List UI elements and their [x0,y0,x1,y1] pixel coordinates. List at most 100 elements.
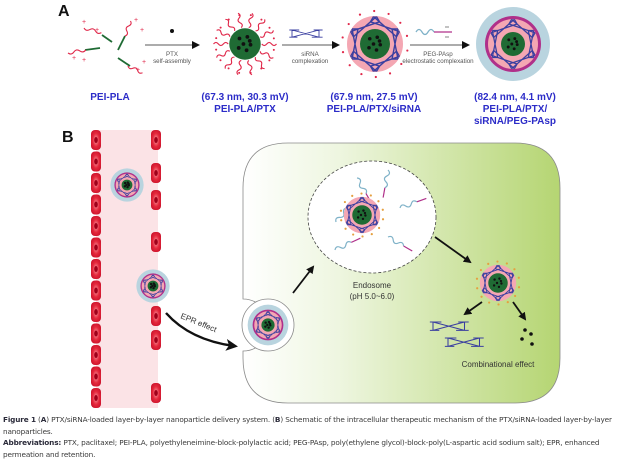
polymer-chain [213,41,229,47]
ptx-dot [244,48,249,53]
step-3-line2: electrostatic complexation [402,58,474,65]
charge-dot [517,276,520,279]
peg-pasp-fragment [399,197,427,209]
sirna-layer-segment [481,264,502,279]
step-arrow-1: PTX self-assembly [145,29,200,65]
charge-dot [505,262,508,265]
sirna-layer-segment [116,187,130,197]
pla-block [117,57,131,67]
charge-dot [238,71,241,74]
pei-pla-ptx-sirna-particle-icon [341,9,409,79]
sirna-layer-segment [116,173,130,183]
charge-dot [348,64,351,67]
ptx-dot [264,321,267,324]
peg-pasp-fragment [334,237,361,251]
step-3-line1: PEG-PAsp [423,51,453,58]
figure-label: Figure 1 [3,415,36,424]
charge-dot [476,287,479,290]
caption-a-text: PTX/siRNA-loaded layer-by-layer nanopart… [51,415,271,424]
ptx-dot [500,282,503,285]
ptx-drug-icon [170,29,174,33]
plus-charge: + [82,57,86,64]
charge-dot [219,59,222,62]
polymer-chain [67,49,87,55]
extravasating-nanoparticle-icon [136,269,170,303]
charge-dot [381,218,385,221]
ptx-dot [266,323,269,327]
charge-dot [249,71,252,74]
ptx-dot [371,42,376,46]
pla-block [117,35,126,51]
sirna-layer-segment [351,28,359,60]
pei-pla-ptx-sirna-peg-pasp-particle-icon [476,7,550,81]
sirna-layer-segment [265,328,281,339]
charge-dot [479,268,483,272]
peg-pasp-fragment [382,169,391,198]
sirna-layer-segment [124,187,138,197]
sirna-layer-segment [159,279,163,293]
ptx-dot [268,322,272,325]
plus-charge: + [142,59,146,66]
sirna-layer-segment [490,50,518,70]
step-1-line2: self-assembly [153,58,192,65]
ptx-dot [267,326,270,329]
endosome-nanoparticle-icon [339,192,385,238]
charge-dot [347,22,350,26]
ptx-dot [361,217,365,221]
endothelial-cell [151,330,161,350]
charge-dot [268,26,271,29]
step-1-line1: PTX [166,51,178,58]
plus-charge: + [72,55,76,62]
pei-pla-ptx-micelle-icon [213,12,277,76]
polymer-chain [124,20,132,37]
charge-dot [341,36,344,39]
ptx-dot [357,210,360,213]
ptx-dot [123,181,127,185]
sirna-layer-segment [349,16,381,38]
ptx-dot [123,185,127,188]
sirna-layer-segment [349,50,381,72]
ptx-dot [375,35,380,40]
ptx-dot [515,40,519,44]
endothelial-cell [91,151,101,172]
plus-charge: + [95,27,99,34]
plus-charge: + [82,19,86,26]
sirna-layer-segment [276,317,280,333]
ptx-dot [359,213,363,217]
charge-dot [360,192,363,195]
polymer-chain [225,18,236,31]
sirna-layer-segment [490,18,518,38]
charge-dot [377,200,380,203]
sirna-layer-segment [372,204,378,226]
sirna-duplex [444,337,484,347]
abbreviations-text: PTX, paclitaxel; PEI-PLA, polyethyleneim… [3,438,600,459]
polymer-chain [216,50,231,58]
ptx-dot [492,284,496,287]
charge-dot [369,194,372,197]
charge-dot [361,235,364,238]
vessel-left-wall [91,130,101,408]
ptx-dot [362,209,365,212]
charge-dot [381,208,384,211]
arrow-ptx-release [512,301,527,321]
arrow-sirna-release [463,301,483,316]
ptx-dot [149,282,153,286]
ptx-dot [237,36,242,41]
sirna-layer-segment [255,328,271,339]
ptx-dot [126,185,129,189]
ptx-dot [153,283,156,287]
endothelial-cell [151,232,161,252]
charge-dot [249,14,252,17]
polymer-chain [127,65,143,74]
sirna-layer-segment [346,204,352,226]
pei-pla-polymers-icon: ++++++++ [67,17,146,74]
panel-a-letter: A [58,3,70,20]
arrow-to-endosome [292,265,315,294]
charge-dot [480,295,483,298]
charge-dot [506,300,509,304]
endothelial-cell [91,259,101,279]
endothelial-cell [151,163,161,183]
ptx-dot [498,277,501,280]
ptx-dot [374,48,379,52]
polymer-chain [259,30,274,38]
